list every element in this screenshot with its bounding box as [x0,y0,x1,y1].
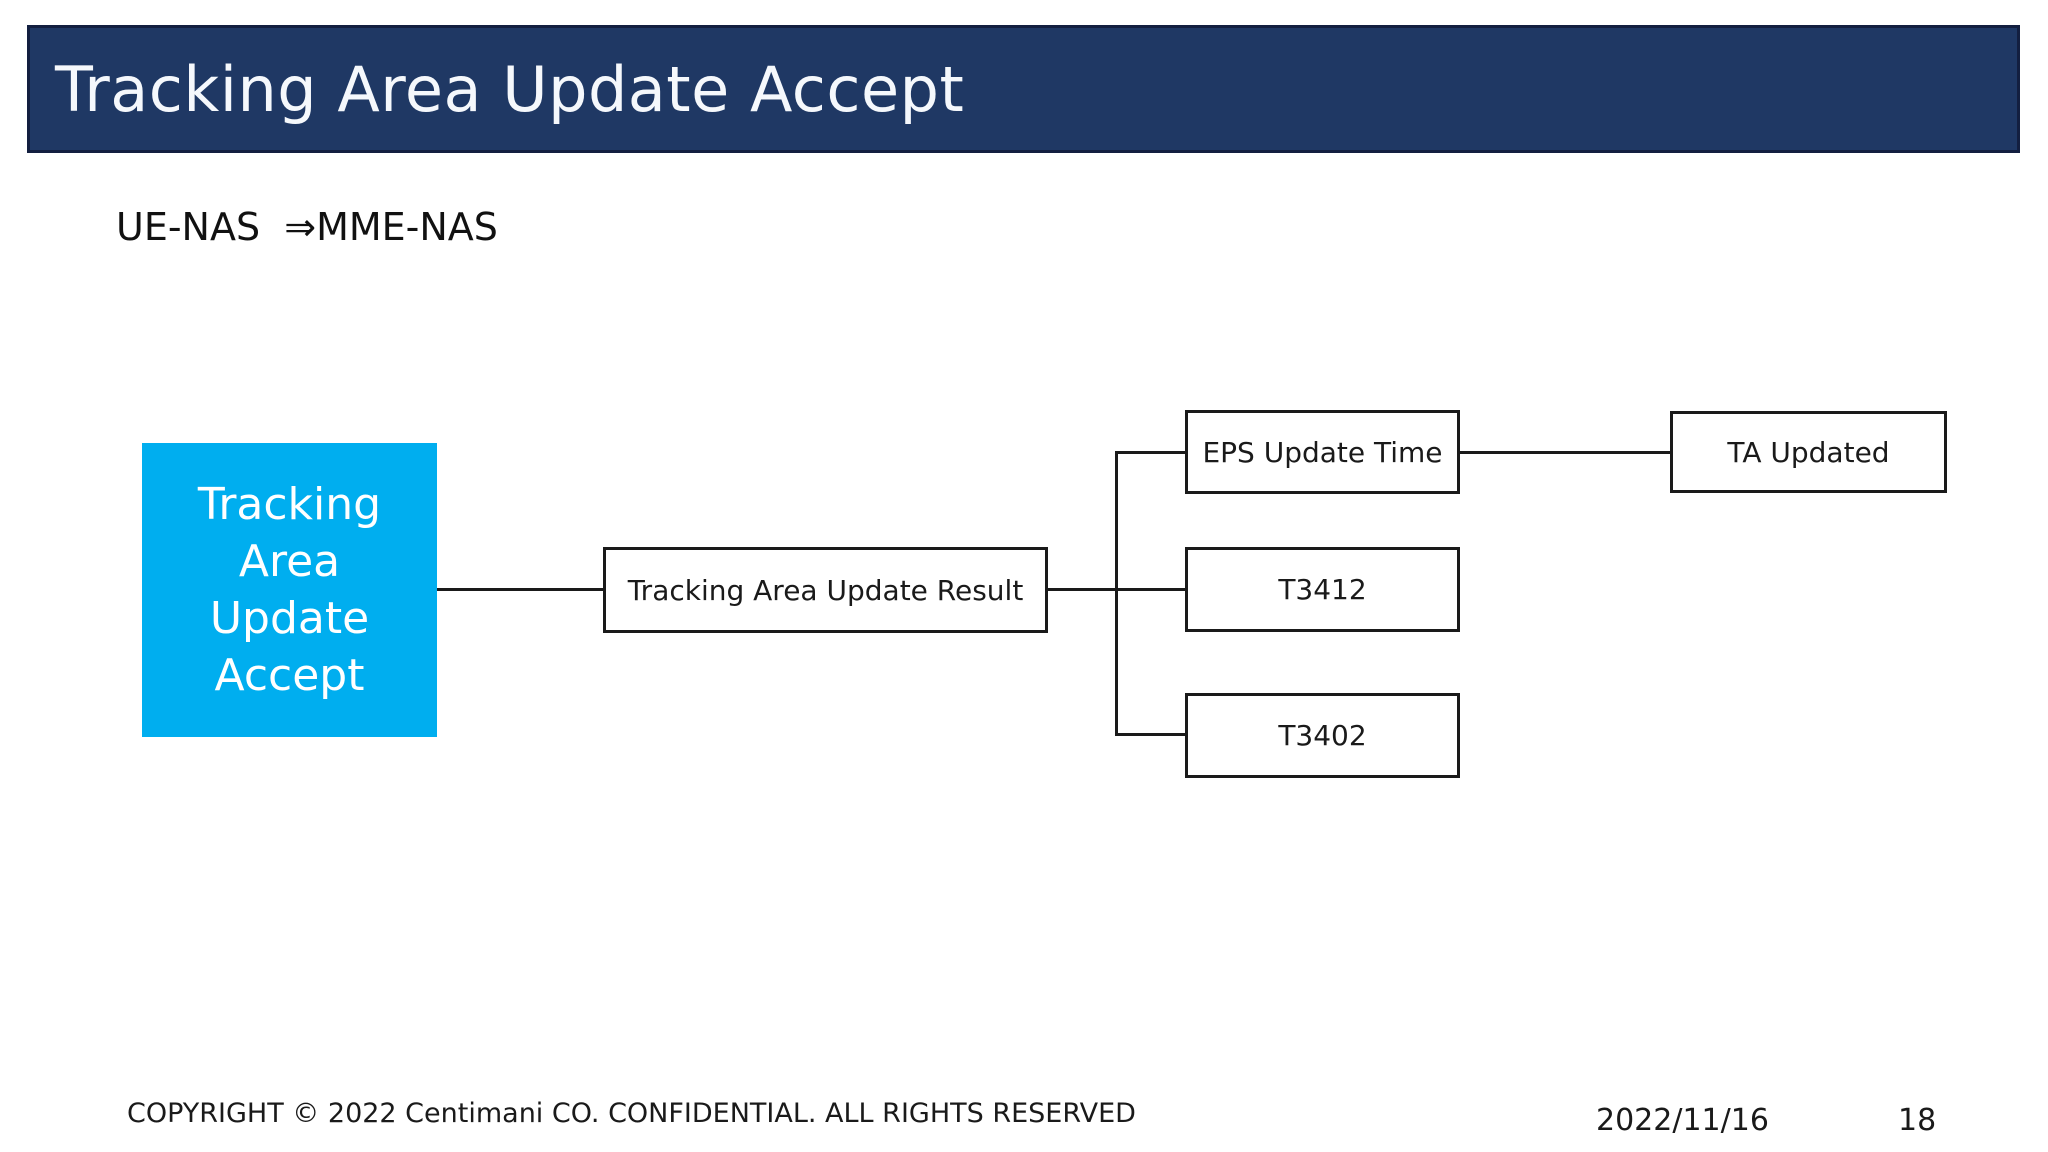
node-tracking-area-update-result: Tracking Area Update Result [603,547,1048,633]
node-label: T3402 [1278,719,1367,752]
connector-root-to-result [437,588,603,591]
node-label: EPS Update Time [1202,435,1443,469]
page-title: Tracking Area Update Accept [55,52,965,126]
title-bar: Tracking Area Update Accept [27,25,2020,153]
node-t3402: T3402 [1185,693,1460,778]
footer-copyright-text: COPYRIGHT © 2022 Centimani CO. CONFIDENT… [127,1098,1136,1129]
footer-date: 2022/11/16 [1596,1103,1769,1138]
node-label: TA Updated [1727,435,1890,469]
subtitle-direction-text: UE-NAS ⇒MME-NAS [116,205,498,249]
node-label: T3412 [1278,573,1367,606]
connector-eps-to-ta-updated [1460,451,1670,454]
connector-branch-to-t3402 [1117,733,1185,736]
node-tracking-area-update-accept: Tracking Area Update Accept [142,443,437,737]
node-eps-update-time: EPS Update Time [1185,410,1460,494]
footer-page-number: 18 [1898,1103,1937,1138]
connector-branch-to-eps-update-time [1117,451,1185,454]
node-t3412: T3412 [1185,547,1460,632]
node-ta-updated: TA Updated [1670,411,1947,493]
node-label: Tracking Area Update Accept [197,479,382,701]
node-label: Tracking Area Update Result [627,573,1024,607]
connector-branch-vertical-line [1115,451,1118,736]
